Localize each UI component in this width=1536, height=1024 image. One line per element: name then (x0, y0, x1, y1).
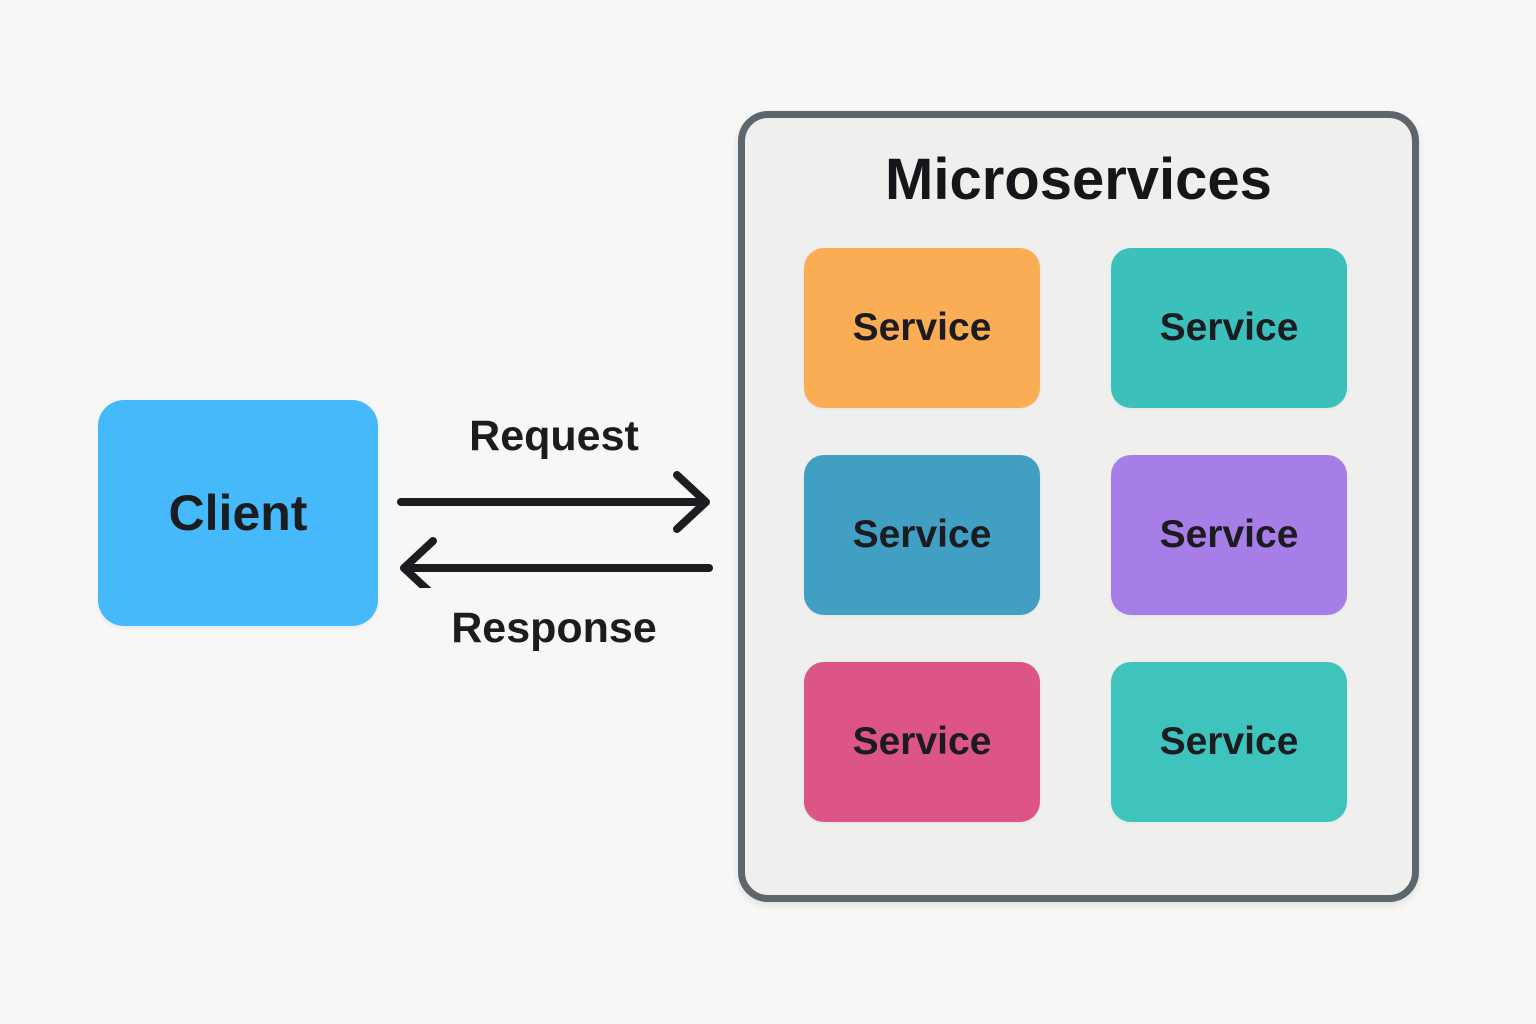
service-label: Service (852, 720, 992, 763)
request-arrow-icon (397, 471, 710, 533)
service-box: Service (1111, 662, 1347, 822)
service-box: Service (1111, 455, 1347, 615)
service-box: Service (1111, 248, 1347, 408)
request-response-arrows (397, 471, 713, 588)
microservices-title: Microservices (885, 147, 1272, 212)
response-label: Response (451, 604, 657, 652)
service-label: Service (1159, 306, 1299, 349)
client-label: Client (168, 485, 308, 541)
service-label: Service (1159, 513, 1299, 556)
service-label: Service (852, 513, 992, 556)
service-box: Service (804, 248, 1040, 408)
service-label: Service (852, 306, 992, 349)
service-box: Service (804, 455, 1040, 615)
service-box: Service (804, 662, 1040, 822)
microservices-container: Microservices Service Service Service Se… (738, 111, 1419, 902)
client-box: Client (98, 400, 378, 626)
request-label: Request (469, 412, 639, 460)
service-label: Service (1159, 720, 1299, 763)
response-arrow-icon (400, 537, 713, 588)
